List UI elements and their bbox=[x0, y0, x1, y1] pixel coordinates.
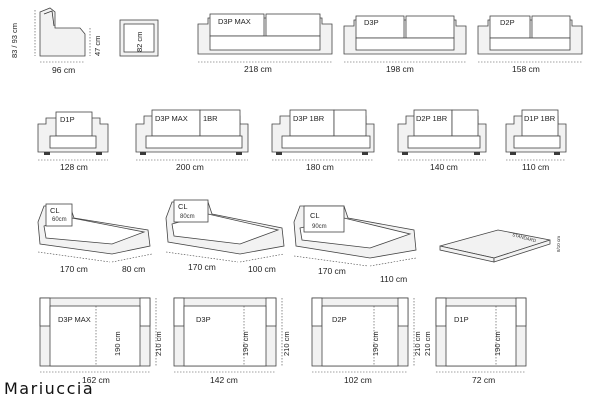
sofa-d1p: D1P 128 cm bbox=[37, 111, 109, 172]
sofa-d3p-1br-label: D3P 1BR bbox=[293, 114, 325, 123]
chaise-80-sub: 80cm bbox=[180, 214, 195, 220]
standard-dim: 8/10 cm bbox=[556, 236, 561, 252]
bed-d3p-max-label: D3P MAX bbox=[58, 315, 91, 324]
chaise-60-label: CL bbox=[50, 206, 60, 215]
chaise-90-w1: 170 cm bbox=[318, 266, 346, 276]
sofa-d3p: D3P 198 cm bbox=[343, 15, 467, 74]
side-width-label: 96 cm bbox=[52, 65, 75, 75]
bed-d1p-open: 210 cm bbox=[423, 331, 432, 356]
sofa-d1p-1br-label: D1P 1BR bbox=[524, 114, 556, 123]
bed-d1p-width: 72 cm bbox=[472, 375, 495, 385]
chaise-60-sub: 60cm bbox=[52, 217, 67, 223]
sofa-bed-d3p-max: D3P MAX 190 cm 210 cm 162 cm bbox=[39, 297, 163, 385]
sofa-d3p-label: D3P bbox=[364, 18, 379, 27]
chaise-80-w1: 170 cm bbox=[188, 262, 216, 272]
bed-d1p-label: D1P bbox=[454, 315, 469, 324]
sofa-d3p-1br: D3P 1BR 180 cm bbox=[271, 109, 375, 172]
sofa-d2p: D2P 158 cm bbox=[477, 15, 583, 74]
bed-d2p-width: 102 cm bbox=[344, 375, 372, 385]
standard-mattress: STANDARD 8/10 cm bbox=[439, 229, 561, 263]
chaise-60-w2: 80 cm bbox=[122, 264, 145, 274]
sofa-d2p-1br-width: 140 cm bbox=[430, 162, 458, 172]
bed-d3p-max-bed: 190 cm bbox=[113, 331, 122, 356]
brand-name: Mariuccia bbox=[4, 379, 95, 398]
sofa-d1p-1br-width: 110 cm bbox=[522, 162, 549, 172]
bed-d1p-bed: 190 cm bbox=[493, 331, 502, 356]
bed-d2p-bed: 190 cm bbox=[371, 331, 380, 356]
chaise-90-w2: 110 cm bbox=[380, 274, 407, 284]
sofa-d2p-width: 158 cm bbox=[512, 64, 540, 74]
chaise-80-w2: 100 cm bbox=[248, 264, 276, 274]
sofa-d2p-1br: D2P 1BR 140 cm bbox=[397, 109, 487, 172]
bed-d3p-width: 142 cm bbox=[210, 375, 238, 385]
sofa-d2p-label: D2P bbox=[500, 18, 515, 27]
sofa-d1p-1br: D1P 1BR 110 cm bbox=[505, 109, 567, 172]
standard-label: STANDARD bbox=[512, 232, 538, 243]
sofa-bed-d2p: D2P 190 cm 210 cm 102 cm bbox=[311, 297, 422, 385]
bed-d2p-open: 210 cm bbox=[413, 331, 422, 356]
sofa-d3p-width: 198 cm bbox=[386, 64, 414, 74]
bed-d3p-max-open: 210 cm bbox=[154, 331, 163, 356]
sofa-d3p-1br-width: 180 cm bbox=[306, 162, 334, 172]
sofa-bed-d1p: D1P 190 cm 210 cm 72 cm bbox=[423, 297, 527, 385]
chaise-60-w1: 170 cm bbox=[60, 264, 88, 274]
sofa-bed-d3p: D3P 190 cm 210 cm 142 cm bbox=[173, 297, 291, 385]
bed-d3p-bed: 190 cm bbox=[241, 331, 250, 356]
bed-d3p-open: 210 cm bbox=[282, 331, 291, 356]
chaise-90-sub: 90cm bbox=[312, 224, 327, 230]
sofa-d3p-max-label: D3P MAX bbox=[218, 17, 251, 26]
sofa-d3p-max-width: 218 cm bbox=[244, 64, 272, 74]
chaise-90-label: CL bbox=[310, 211, 320, 220]
sofa-d3p-max-1br-label-b: 1BR bbox=[203, 114, 218, 123]
chaise-longue-90: CL 90cm 170 cm 110 cm bbox=[293, 205, 417, 284]
sofa-d1p-label: D1P bbox=[60, 115, 75, 124]
sofa-d3p-max-1br: D3P MAX 1BR 200 cm bbox=[135, 109, 249, 172]
sofa-d1p-width: 128 cm bbox=[60, 162, 88, 172]
chaise-longue-60: CL 60cm 170 cm 80 cm bbox=[37, 203, 153, 274]
side-height-label: 83 / 93 cm bbox=[10, 23, 19, 58]
bed-d3p-max-width: 162 cm bbox=[82, 375, 110, 385]
side-profile-view: 83 / 93 cm 47 cm 96 cm bbox=[10, 7, 102, 75]
armrest-depth-label: 82 cm bbox=[135, 32, 144, 52]
sofa-d3p-max-1br-label-a: D3P MAX bbox=[155, 114, 188, 123]
sofa-d2p-1br-label: D2P 1BR bbox=[416, 114, 448, 123]
bed-d3p-label: D3P bbox=[196, 315, 211, 324]
armrest-view: 82 cm bbox=[119, 19, 159, 57]
sofa-d3p-max: D3P MAX 218 cm bbox=[197, 13, 333, 74]
bed-d2p-label: D2P bbox=[332, 315, 347, 324]
sofa-d3p-max-1br-width: 200 cm bbox=[176, 162, 204, 172]
side-seat-label: 47 cm bbox=[93, 36, 102, 56]
chaise-longue-80: CL 80cm 170 cm 100 cm bbox=[165, 199, 285, 274]
chaise-80-label: CL bbox=[178, 202, 188, 211]
